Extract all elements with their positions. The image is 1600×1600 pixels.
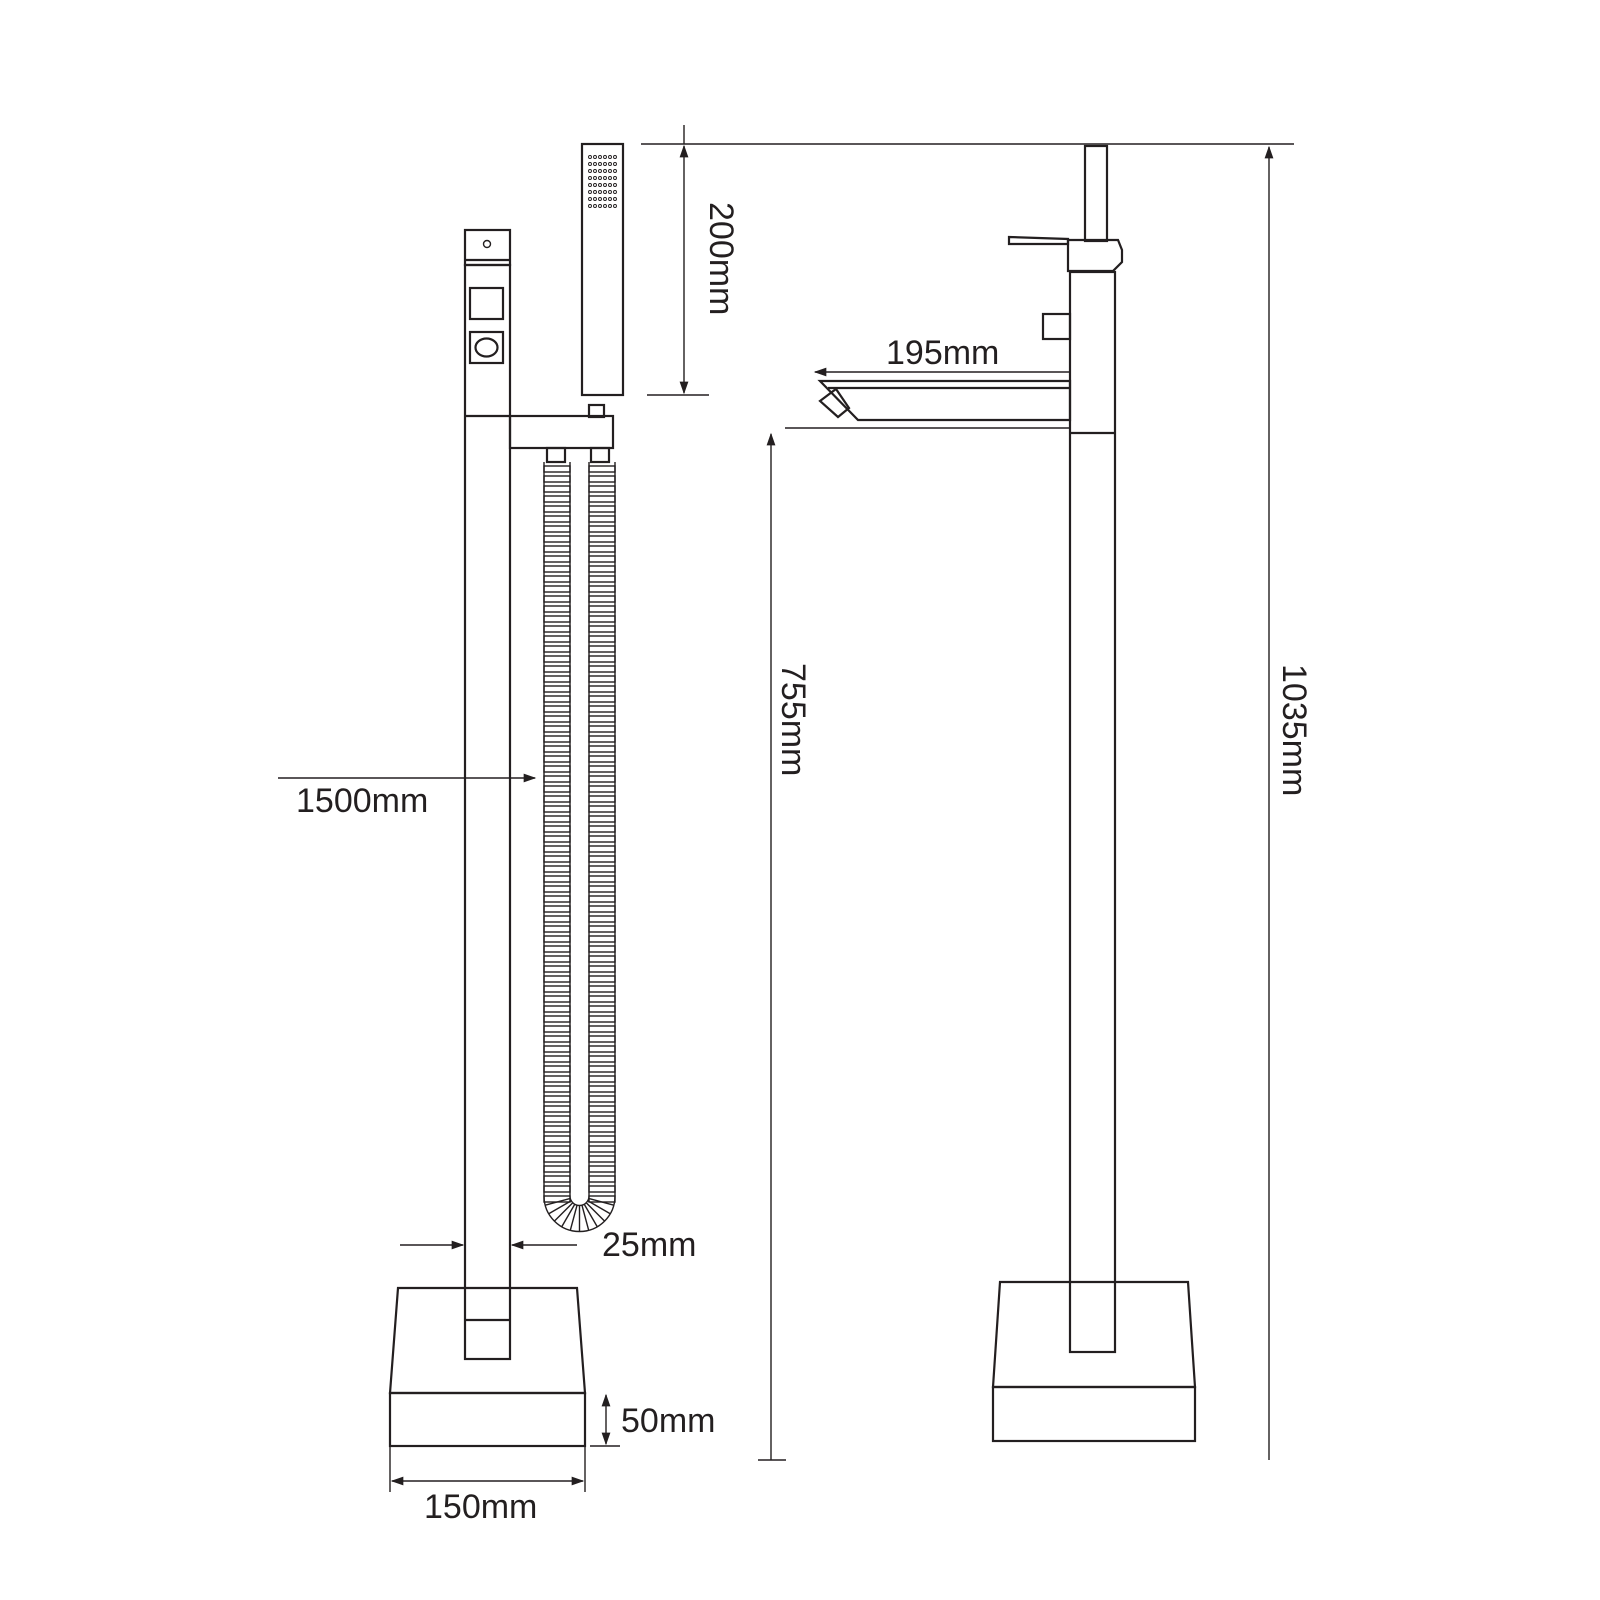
label-pipe-width: 25mm [602,1226,696,1264]
dimension-lines [278,125,1294,1492]
shower-hose [543,462,616,1233]
shower-nozzle-grid [588,155,617,208]
label-base-height: 50mm [621,1402,715,1440]
selector-box [468,330,505,365]
side-upper-stem [1083,144,1109,243]
front-top-cap [463,228,512,267]
side-diverter-button [1041,312,1072,341]
hand-shower [580,142,625,397]
label-spout-reach: 195mm [886,334,999,372]
label-base-width: 150mm [424,1488,537,1526]
front-base-upper [388,1286,587,1395]
front-base-plate [388,1391,587,1448]
label-total-height: 1035mm [1275,664,1313,796]
side-base-plate [991,1385,1197,1443]
diverter-box [468,286,505,321]
side-view [817,144,1197,1443]
side-base-upper [991,1280,1197,1389]
label-hose-length: 1500mm [296,782,428,820]
label-hand-shower-length: 200mm [702,202,740,315]
label-spout-height: 755mm [774,663,812,776]
front-stand-pipe [463,263,512,1361]
spout [817,379,1072,422]
lever-body [1066,238,1124,273]
lever-handle [1007,235,1070,246]
spout-tip [818,387,851,419]
front-view [388,142,625,1448]
shower-holder-arm [508,414,615,450]
dimension-labels: 200mm 195mm 1500mm 755mm 1035mm 25mm 50m… [296,202,1313,1526]
